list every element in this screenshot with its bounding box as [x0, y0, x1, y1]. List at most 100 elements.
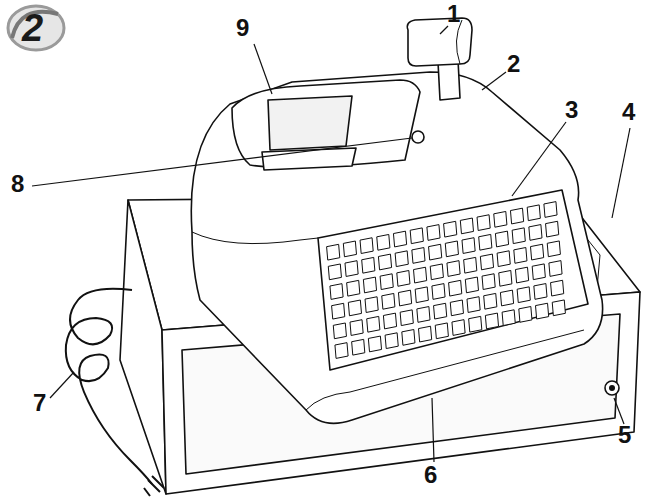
control-button	[412, 131, 424, 143]
leader-lines	[32, 26, 630, 462]
callout-number: 8	[11, 170, 24, 198]
key	[378, 254, 391, 270]
key	[377, 234, 390, 250]
key	[368, 336, 381, 352]
power-cord	[66, 289, 152, 484]
key	[517, 287, 530, 303]
key	[460, 218, 473, 234]
key	[427, 225, 440, 241]
key	[350, 320, 363, 336]
display-head	[407, 18, 472, 66]
key	[402, 330, 415, 346]
key	[412, 248, 425, 264]
key	[549, 261, 562, 277]
key	[547, 241, 560, 257]
badge-ring	[8, 6, 64, 50]
key	[397, 271, 410, 287]
key	[449, 280, 462, 296]
key	[531, 244, 544, 260]
key	[335, 343, 348, 359]
key	[532, 264, 545, 280]
key	[462, 238, 475, 254]
key	[469, 316, 482, 332]
printer-window	[268, 96, 352, 150]
key	[395, 251, 408, 267]
key	[434, 303, 447, 319]
callout-number: 4	[622, 98, 635, 126]
key	[485, 313, 498, 329]
key	[400, 310, 413, 326]
key	[494, 211, 507, 227]
key	[495, 231, 508, 247]
key	[415, 287, 428, 303]
key	[447, 261, 460, 277]
register-body	[191, 72, 602, 423]
section-badge: 2	[22, 7, 43, 49]
key	[347, 280, 360, 296]
key	[352, 339, 365, 355]
key	[500, 290, 513, 306]
key	[444, 221, 457, 237]
key	[484, 293, 497, 309]
key	[327, 244, 340, 260]
key	[479, 234, 492, 250]
key	[365, 297, 378, 313]
callout-number: 7	[33, 389, 46, 417]
key	[363, 277, 376, 293]
key	[497, 251, 510, 267]
key	[529, 225, 542, 241]
callout-number: 9	[236, 14, 249, 42]
keyboard-panel	[318, 190, 588, 370]
key	[398, 290, 411, 306]
key	[343, 241, 356, 257]
drawer-side	[120, 200, 166, 494]
key	[482, 274, 495, 290]
key	[382, 293, 395, 309]
key	[410, 228, 423, 244]
drawer-lock-core	[609, 385, 615, 391]
key	[367, 316, 380, 332]
key	[544, 202, 557, 218]
key	[467, 297, 480, 313]
keys	[327, 202, 566, 359]
key	[452, 320, 465, 336]
display-stem	[438, 60, 460, 100]
key	[450, 300, 463, 316]
key	[512, 228, 525, 244]
key	[417, 307, 430, 323]
key	[514, 248, 527, 264]
key	[328, 264, 341, 280]
key	[502, 310, 515, 326]
key	[414, 267, 427, 283]
key	[510, 208, 523, 224]
key	[333, 323, 346, 339]
key	[546, 221, 559, 237]
key	[499, 270, 512, 286]
key	[464, 257, 477, 273]
key	[383, 313, 396, 329]
callout-number: 3	[565, 96, 578, 124]
key	[348, 300, 361, 316]
drawer-lock	[605, 381, 619, 395]
key	[480, 254, 493, 270]
key	[527, 205, 540, 221]
key	[330, 284, 343, 300]
key	[477, 215, 490, 231]
power-plug	[144, 476, 164, 496]
key	[515, 267, 528, 283]
key	[445, 241, 458, 257]
callout-number: 1	[447, 0, 460, 28]
key	[435, 323, 448, 339]
key	[551, 280, 564, 296]
key	[519, 307, 532, 323]
body-side-line	[192, 232, 318, 244]
key	[429, 244, 442, 260]
key	[393, 231, 406, 247]
key	[380, 274, 393, 290]
callout-number: 6	[424, 461, 437, 489]
key	[536, 303, 549, 319]
key	[385, 333, 398, 349]
callout-number: 2	[507, 50, 520, 78]
